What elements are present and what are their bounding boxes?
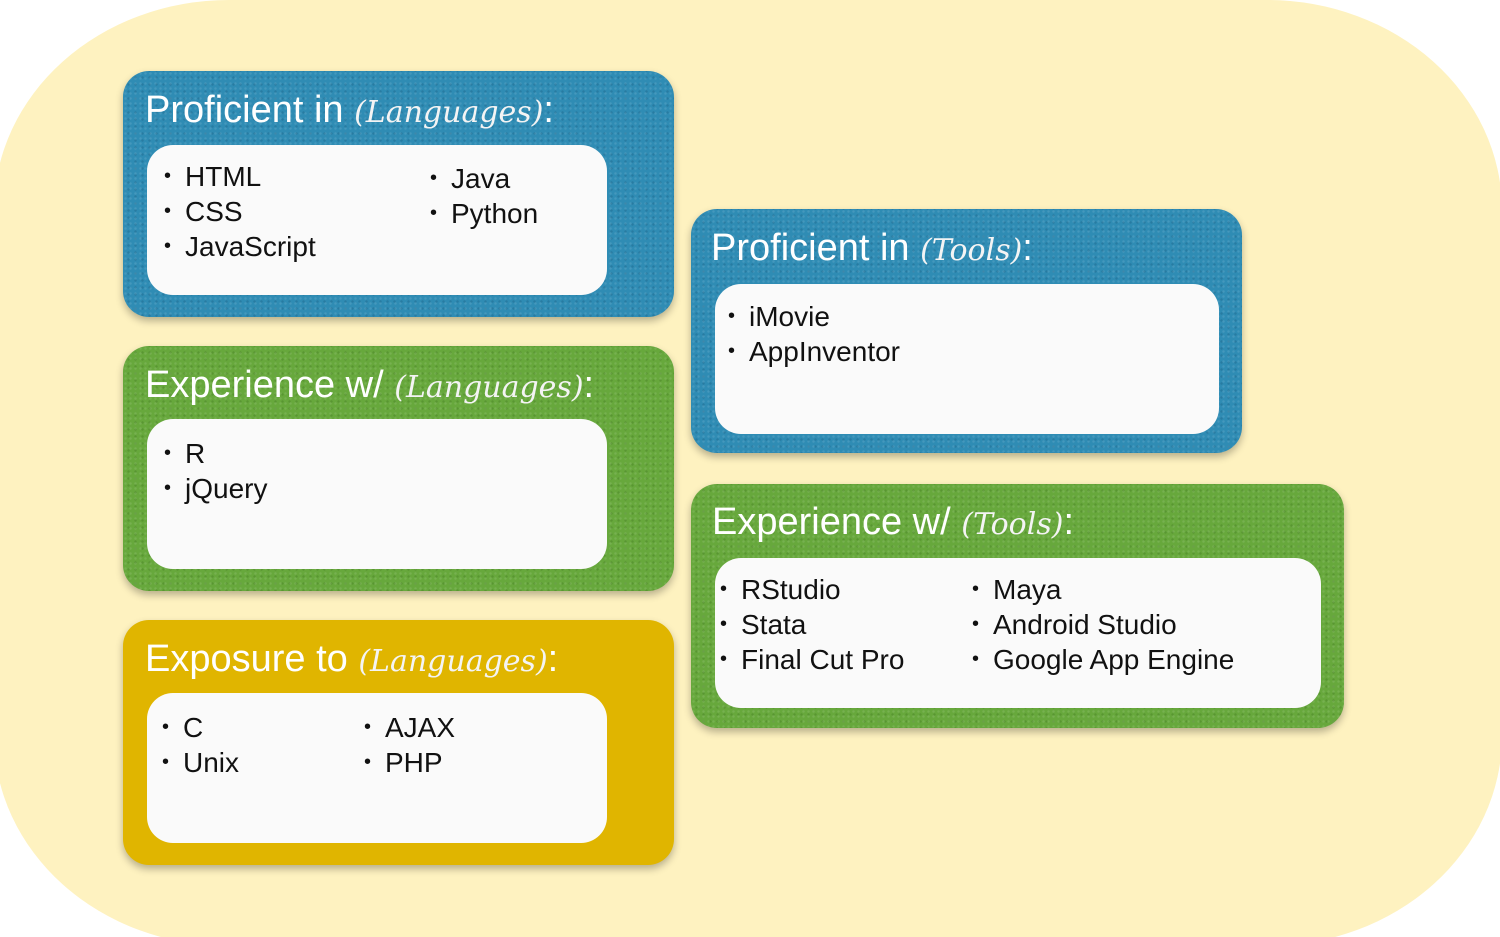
- card-content-panel: • HTML • CSS • JavaScript • Java • Python: [147, 145, 607, 295]
- item-column-2: • AJAX • PHP: [364, 710, 455, 780]
- card-title-prefix: Experience w/: [712, 501, 962, 543]
- card-proficient-tools: Proficient in (Tools): • iMovie • AppInven…: [691, 209, 1242, 453]
- card-title: Experience w/ (Languages):: [145, 362, 594, 411]
- bullet-icon: •: [720, 613, 728, 635]
- card-title-suffix: :: [547, 638, 559, 680]
- list-item: • iMovie: [728, 299, 900, 334]
- list-item: • RStudio: [720, 572, 904, 607]
- list-item-label: Android Studio: [993, 609, 1177, 640]
- list-item: • AppInventor: [728, 334, 900, 369]
- card-title-category: (Languages): [394, 370, 584, 405]
- bullet-icon: •: [162, 716, 170, 738]
- list-item: • Google App Engine: [972, 642, 1234, 677]
- bullet-icon: •: [720, 578, 728, 600]
- list-item-label: Java: [451, 163, 511, 194]
- card-proficient-languages: Proficient in (Languages): • HTML • CSS • J…: [123, 71, 674, 317]
- bullet-icon: •: [972, 613, 980, 635]
- list-item: • Maya: [972, 572, 1234, 607]
- bullet-icon: •: [162, 751, 170, 773]
- item-column-1: •R •jQuery: [164, 436, 267, 506]
- list-item: • Android Studio: [972, 607, 1234, 642]
- card-content-panel: • iMovie • AppInventor: [715, 284, 1219, 434]
- card-content-panel: •R •jQuery: [147, 419, 607, 569]
- bullet-icon: •: [728, 340, 736, 362]
- card-title: Experience w/ (Tools):: [712, 499, 1074, 548]
- list-item: •C: [162, 710, 239, 745]
- card-title-suffix: :: [543, 89, 554, 131]
- bullet-icon: •: [164, 200, 172, 222]
- list-item: • Python: [430, 196, 538, 231]
- bullet-icon: •: [164, 235, 172, 257]
- list-item: • AJAX: [364, 710, 455, 745]
- bullet-icon: •: [164, 477, 172, 499]
- list-item: • HTML: [164, 159, 316, 194]
- card-exposure-languages: Exposure to (Languages): •C •Unix •AJAX …: [123, 620, 674, 865]
- card-content-panel: •C •Unix •AJAX •PHP: [147, 693, 607, 843]
- list-item: • CSS: [164, 194, 316, 229]
- list-item-label: Final Cut Pro: [741, 644, 905, 675]
- list-item-label: C: [183, 712, 204, 743]
- list-item-label: Stata: [741, 609, 807, 640]
- list-item-label: jQuery: [185, 473, 268, 504]
- list-item: • PHP: [364, 745, 455, 780]
- item-column-2: • Java • Python: [430, 161, 538, 231]
- card-title-suffix: :: [1063, 501, 1074, 543]
- list-item: • Unix: [162, 745, 239, 780]
- bullet-icon: •: [164, 442, 172, 464]
- bullet-icon: •: [720, 648, 728, 670]
- bullet-icon: •: [430, 167, 438, 189]
- card-experience-languages: Experience w/ (Languages): •R •jQuery: [123, 346, 674, 591]
- card-title-suffix: :: [583, 364, 595, 406]
- list-item-label: AJAX: [385, 712, 456, 743]
- list-item: •R: [164, 436, 267, 471]
- card-title-category: (Languages): [358, 644, 548, 679]
- list-item: • Stata: [720, 607, 904, 642]
- card-title-category: (Tools): [961, 507, 1064, 542]
- list-item-label: Maya: [993, 574, 1062, 605]
- bullet-icon: •: [164, 165, 172, 187]
- list-item: • Final Cut Pro: [720, 642, 904, 677]
- card-title-category: (Languages): [354, 95, 544, 130]
- card-title-prefix: Exposure to: [145, 638, 359, 680]
- card-title-suffix: :: [1022, 227, 1033, 269]
- list-item-label: HTML: [185, 161, 262, 192]
- bullet-icon: •: [364, 751, 372, 773]
- list-item-label: AppInventor: [749, 336, 900, 367]
- list-item-label: PHP: [385, 747, 443, 778]
- list-item-label: CSS: [185, 196, 243, 227]
- list-item: • jQuery: [164, 471, 267, 506]
- card-title-prefix: Proficient in: [711, 227, 921, 269]
- list-item-label: JavaScript: [185, 231, 316, 262]
- card-content-panel: • RStudio • Stata • Final Cut Pro • Maya • An…: [715, 558, 1321, 708]
- bullet-icon: •: [972, 578, 980, 600]
- list-item-label: Unix: [183, 747, 240, 778]
- card-title-prefix: Proficient in: [145, 89, 355, 131]
- item-column-1: • HTML • CSS • JavaScript: [164, 159, 316, 264]
- bullet-icon: •: [972, 648, 980, 670]
- card-title-prefix: Experience w/: [145, 364, 395, 406]
- bullet-icon: •: [430, 202, 438, 224]
- list-item-label: R: [185, 438, 206, 469]
- list-item-label: Python: [451, 198, 539, 229]
- item-column-1: • RStudio • Stata • Final Cut Pro: [720, 572, 904, 677]
- bullet-icon: •: [728, 305, 736, 327]
- list-item: • Java: [430, 161, 538, 196]
- card-title-category: (Tools): [920, 233, 1023, 268]
- list-item-label: Google App Engine: [993, 644, 1235, 675]
- card-title: Proficient in (Tools):: [711, 225, 1033, 274]
- item-column-1: • iMovie • AppInventor: [728, 299, 900, 369]
- card-title: Proficient in (Languages):: [145, 87, 554, 136]
- item-column-1: •C •Unix: [162, 710, 239, 780]
- bullet-icon: •: [364, 716, 372, 738]
- list-item: • JavaScript: [164, 229, 316, 264]
- list-item-label: RStudio: [741, 574, 841, 605]
- item-column-2: • Maya • Android Studio • Google App Engine: [972, 572, 1234, 677]
- card-experience-tools: Experience w/ (Tools): • RStudio • Stata •…: [691, 484, 1344, 728]
- list-item-label: iMovie: [749, 301, 830, 332]
- card-title: Exposure to (Languages):: [145, 636, 558, 685]
